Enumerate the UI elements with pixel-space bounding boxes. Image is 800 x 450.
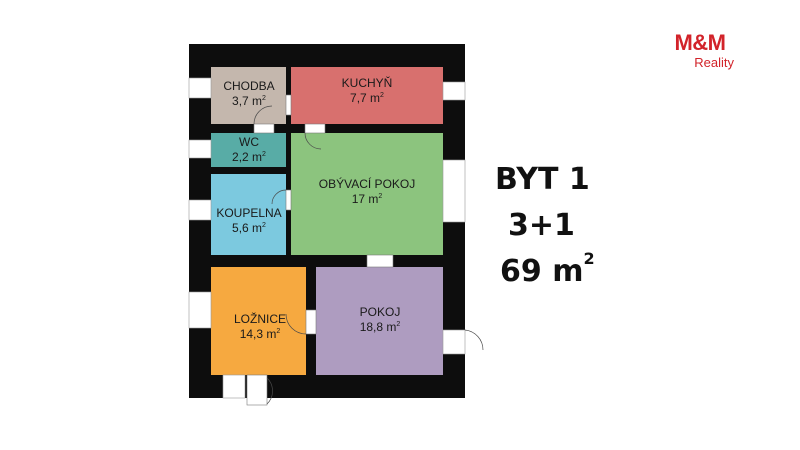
svg-text:POKOJ: POKOJ bbox=[360, 305, 401, 319]
room-kuchyn bbox=[291, 67, 443, 124]
room-area-sup: 2 bbox=[262, 95, 266, 102]
window-kuchyn-right bbox=[442, 81, 466, 101]
door-swing-1 bbox=[253, 105, 273, 125]
room-area-sup: 2 bbox=[276, 328, 280, 335]
window-koupelna bbox=[188, 199, 212, 221]
room-name: POKOJ bbox=[360, 305, 401, 319]
svg-text:OBÝVACÍ POKOJ: OBÝVACÍ POKOJ bbox=[319, 176, 415, 191]
room-name: KOUPELNA bbox=[216, 206, 281, 220]
room-area: 17 m bbox=[352, 192, 379, 206]
door-chodba-bottom bbox=[253, 123, 275, 134]
door-loznice bbox=[305, 309, 317, 335]
door-swing-5 bbox=[266, 377, 273, 405]
room-obyvaci-pokoj bbox=[291, 133, 443, 255]
room-labels: CHODBA 3,7 m2 KUCHYŇ 7,7 m2 WC 2,2 m2 OB… bbox=[216, 75, 415, 341]
window-loznice-left bbox=[188, 291, 212, 329]
door-swings bbox=[253, 105, 484, 405]
room-name: LOŽNICE bbox=[234, 311, 286, 326]
door-entrance bbox=[246, 374, 268, 406]
unit-area: 69 m2 bbox=[500, 249, 595, 289]
room-area-sup: 2 bbox=[396, 321, 400, 328]
svg-text:WC: WC bbox=[239, 135, 259, 149]
room-wc bbox=[211, 133, 286, 167]
unit-area-value: 69 m bbox=[500, 254, 584, 289]
window-loznice-bottom bbox=[222, 374, 246, 399]
brand-logo: M&M Reality bbox=[662, 30, 738, 70]
room-chodba bbox=[211, 67, 286, 124]
svg-text:3,7 m2: 3,7 m2 bbox=[232, 94, 266, 108]
room-area-sup: 2 bbox=[378, 193, 382, 200]
window-obyvaci bbox=[442, 159, 466, 223]
room-area: 3,7 m bbox=[232, 94, 262, 108]
svg-text:7,7 m2: 7,7 m2 bbox=[350, 91, 384, 105]
svg-text:2,2 m2: 2,2 m2 bbox=[232, 150, 266, 164]
room-name: OBÝVACÍ POKOJ bbox=[319, 176, 415, 191]
room-koupelna bbox=[211, 174, 286, 255]
svg-text:KOUPELNA: KOUPELNA bbox=[216, 206, 281, 220]
door-swing-3 bbox=[271, 189, 287, 205]
window-chodba bbox=[188, 77, 212, 99]
door-swing-4 bbox=[285, 313, 307, 335]
room-area: 7,7 m bbox=[350, 91, 380, 105]
room-area: 2,2 m bbox=[232, 150, 262, 164]
svg-text:CHODBA: CHODBA bbox=[223, 79, 274, 93]
door-koupelna bbox=[285, 189, 292, 211]
window-wc bbox=[188, 139, 212, 159]
svg-text:14,3 m2: 14,3 m2 bbox=[240, 327, 281, 341]
room-area-sup: 2 bbox=[262, 151, 266, 158]
unit-area-sup: 2 bbox=[583, 249, 595, 268]
svg-text:17 m2: 17 m2 bbox=[352, 192, 383, 206]
room-area-sup: 2 bbox=[380, 92, 384, 99]
door-swing-6 bbox=[464, 329, 484, 351]
door-chodba-kuchyn bbox=[285, 94, 292, 116]
svg-text:KUCHYŇ: KUCHYŇ bbox=[342, 75, 393, 90]
room-area-sup: 2 bbox=[262, 222, 266, 229]
svg-text:18,8 m2: 18,8 m2 bbox=[360, 320, 401, 334]
door-swing-2 bbox=[304, 132, 322, 150]
brand-sub: Reality bbox=[694, 55, 734, 70]
room-loznice bbox=[211, 267, 306, 375]
brand-mark: M&M bbox=[674, 30, 726, 55]
window-pokoj-right bbox=[442, 329, 466, 355]
room-name: WC bbox=[239, 135, 259, 149]
room-area: 5,6 m bbox=[232, 221, 262, 235]
room-pokoj bbox=[316, 267, 443, 375]
svg-text:5,6 m2: 5,6 m2 bbox=[232, 221, 266, 235]
unit-title: BYT 1 bbox=[495, 162, 590, 197]
door-obyvaci-top bbox=[304, 123, 326, 134]
room-name: CHODBA bbox=[223, 79, 274, 93]
unit-layout: 3+1 bbox=[508, 208, 575, 243]
doors bbox=[246, 94, 394, 406]
room-name: KUCHYŇ bbox=[342, 75, 393, 90]
svg-text:LOŽNICE: LOŽNICE bbox=[234, 311, 286, 326]
room-area: 18,8 m bbox=[360, 320, 397, 334]
windows bbox=[188, 77, 466, 399]
door-obyvaci-pokoj bbox=[366, 254, 394, 268]
room-area: 14,3 m bbox=[240, 327, 277, 341]
